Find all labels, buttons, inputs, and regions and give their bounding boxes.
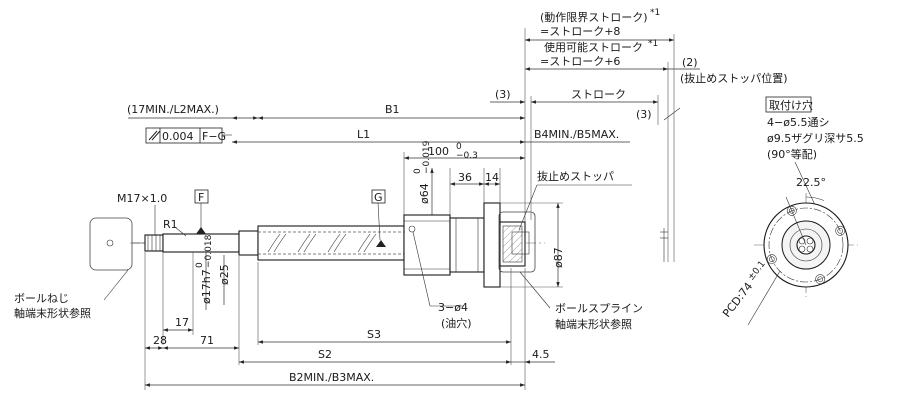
mounting-holes-line3: (90°等配) <box>767 147 817 161</box>
dim-36-label: 36 <box>458 171 472 184</box>
radius-label: R1 <box>163 218 178 231</box>
dim-28-label: 28 <box>153 334 167 347</box>
dim-3-left-label: (3) <box>495 88 511 101</box>
b4-b5-label: B4MIN./B5MAX. <box>534 128 619 141</box>
l2-range-label: (17MIN./L2MAX.) <box>127 103 219 116</box>
dim-100-label: 100 <box>428 145 449 158</box>
nut-housing <box>403 214 451 276</box>
flange-hole <box>815 274 826 285</box>
datum-f-box <box>194 189 209 204</box>
spline-nut <box>449 217 485 273</box>
motion-stroke-formula: =ストローク+8 <box>540 25 620 38</box>
dim-64-tol-lower: −0.019 <box>422 140 432 174</box>
usable-stroke-label: 使用可能ストローク <box>544 40 643 54</box>
dim-87-label: ø87 <box>552 247 565 268</box>
journal-17h7 <box>162 233 240 253</box>
pcd-circle <box>768 207 844 283</box>
b2-b3-label: B2MIN./B3MAX. <box>289 371 374 384</box>
stopper-position-label: (抜止めストッパ位置) <box>680 71 788 85</box>
oil-hole <box>408 225 416 233</box>
usable-stroke-formula: =ストローク+6 <box>540 55 620 68</box>
oil-holes-label: 3−ø4 <box>438 301 468 314</box>
flange-hole <box>786 205 797 216</box>
dim-17h7-tol-upper: 0 <box>195 262 205 268</box>
dim-100-tol-lower: −0.3 <box>456 151 478 161</box>
s3-label: S3 <box>367 328 381 341</box>
shaft-assembly: ø87 抜止めストッパ M17×1.0 F G R1 ø17h7 0 −0.01… <box>14 169 643 331</box>
stroke-label: ストローク <box>571 88 626 101</box>
flange-hole <box>835 225 846 236</box>
dim-100-tol-upper: 0 <box>456 142 462 152</box>
mounting-holes-line2: ø9.5ザグリ深サ5.5 <box>767 131 864 145</box>
spline-end-detail-box <box>498 211 536 273</box>
dim-14-label: 14 <box>485 171 499 184</box>
bottom-dimensions: 17 28 71 S2 S3 4.5 B2MIN./B3MAX. <box>144 252 555 390</box>
screw-end-detail-box <box>89 217 133 271</box>
dim-17h7-tol-lower: −0.018 <box>204 234 214 268</box>
dim-25-label: ø25 <box>218 264 231 285</box>
thread-label: M17×1.0 <box>117 192 167 205</box>
dim-2-label: (2) <box>682 56 698 69</box>
dim-64-tol-upper: 0 <box>413 168 423 174</box>
s2-label: S2 <box>318 348 332 361</box>
dim-4-5-label: 4.5 <box>532 348 550 361</box>
stopper-label: 抜止めストッパ <box>537 169 614 183</box>
ball-spline-ref-2: 軸端末形状参照 <box>555 317 632 331</box>
mounting-holes-title: 取付け穴 <box>769 98 813 112</box>
flange-end-view: 取付け穴 4−ø5.5通シ ø9.5ザグリ深サ5.5 (90°等配) <box>720 96 864 326</box>
ball-screw-ref-1: ボールねじ <box>14 292 69 305</box>
stroke-annotations: (動作限界ストローク) *1 =ストローク+8 使用可能ストローク *1 =スト… <box>490 8 788 262</box>
b1-label: B1 <box>385 103 400 116</box>
length-dimensions: (17MIN./L2MAX.) B1 L1 B4MIN./B5MAX. 0.00… <box>127 103 630 215</box>
dim-17-label: 17 <box>175 316 189 329</box>
motion-stroke-label: (動作限界ストローク) <box>540 10 648 24</box>
tolerance-frame: 0.004 F−G <box>145 127 232 144</box>
dim-64-label: ø64 <box>418 183 431 204</box>
datum-g-label: G <box>374 191 383 204</box>
mounting-holes-line1: 4−ø5.5通シ <box>767 116 829 129</box>
datum-g-box <box>371 189 386 204</box>
journal-25 <box>238 230 259 256</box>
pcd-tol: ±0.1 <box>746 259 767 282</box>
mounting-holes-title-box <box>765 96 812 113</box>
oil-holes-note: (油穴) <box>441 316 472 330</box>
flange-hole <box>766 254 777 265</box>
tolerance-datum: F−G <box>202 130 226 143</box>
ball-spline-ref-1: ボールスプライン <box>555 302 643 315</box>
screw-grooves <box>267 233 377 253</box>
angle-label: 22.5° <box>796 176 826 189</box>
usable-stroke-note: *1 <box>648 39 658 49</box>
parallelism-icon <box>148 130 158 141</box>
flange-87 <box>483 202 501 288</box>
tolerance-value: 0.004 <box>162 130 194 143</box>
dim-17h7-label: ø17h7 <box>200 269 213 304</box>
dim-3-right-label: (3) <box>636 108 652 121</box>
pcd-label: PCD:74 <box>720 280 755 320</box>
datum-f-label: F <box>198 191 204 204</box>
motion-stroke-note: *1 <box>650 8 660 18</box>
l1-label: L1 <box>357 128 370 141</box>
ball-screw-ref-2: 軸端末形状参照 <box>14 306 91 320</box>
dim-71-label: 71 <box>200 334 214 347</box>
